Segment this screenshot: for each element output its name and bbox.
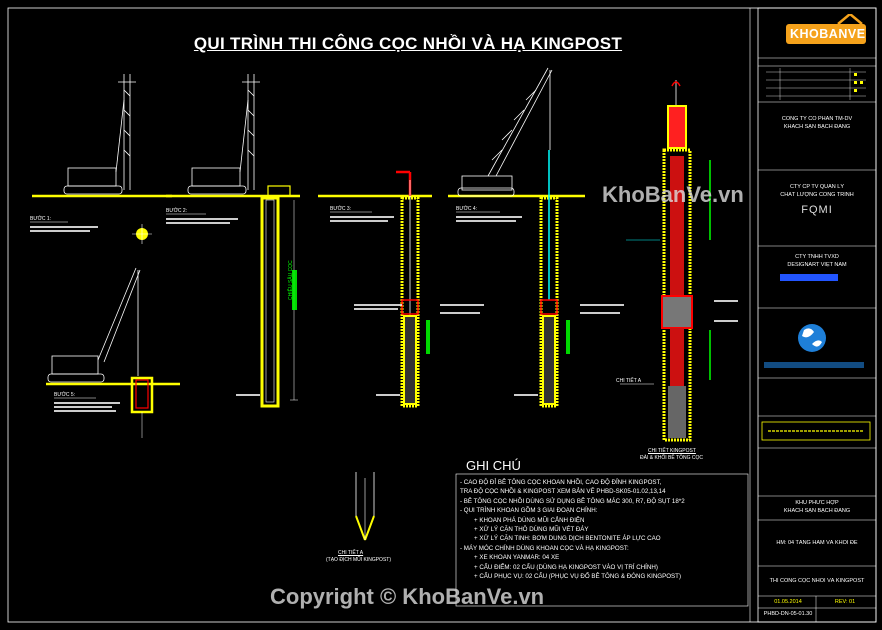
highlight-box xyxy=(761,421,871,441)
note-line: - QUI TRÌNH KHOAN GỒM 3 GIAI ĐOẠN CHÍNH: xyxy=(460,507,598,515)
title-block-frame xyxy=(757,7,877,623)
detail-a-subcaption: (TẠO ĐỊCH MŨI KINGPOST) xyxy=(326,557,391,563)
detail-a-drawing xyxy=(355,472,375,541)
step-label-5: BƯỚC 5: xyxy=(54,392,76,398)
tb-drawing: THI CÔNG CỌC NHỒI VÀ KINGPOST xyxy=(769,578,865,584)
tb-code: PHBD-DN-05-01.30 xyxy=(763,611,813,617)
notes-list: - CAO ĐỘ ĐỈ BÊ TÔNG CỌC KHOAN NHỒI, CAO … xyxy=(460,478,746,581)
note-line: + CẨU PHỤC VỤ: 02 CẨU (PHỤC VỤ ĐỔ BÊ TÔN… xyxy=(474,573,682,581)
note-line: TRA ĐỘ CỌC NHỒI & KINGPOST XEM BẢN VẼ PH… xyxy=(460,488,666,496)
tb-project-b: KHÁCH SẠN BẠCH ĐẰNG xyxy=(783,508,851,514)
note-line: + XE KHOAN YANMAR: 04 XE xyxy=(474,554,560,562)
tb-company-2: CTY CP TV QUẢN LÝ xyxy=(789,184,845,190)
step-label-2: BƯỚC 2: xyxy=(166,208,188,214)
khobanve-logo: KHOBANVE xyxy=(786,12,866,46)
tb-company-1: CÔNG TY CỔ PHẦN TM-DV xyxy=(781,116,853,122)
tb-company-2b: CHẤT LƯỢNG CÔNG TRÌNH xyxy=(780,192,854,198)
tb-company-3: CTY TNHH TVXD xyxy=(795,254,839,260)
notes-heading: GHI CHÚ xyxy=(466,458,521,473)
step-label-3: BƯỚC 3: xyxy=(330,206,352,212)
tb-company-1b: KHÁCH SẠN BẠCH ĐẰNG xyxy=(783,124,851,130)
step-label-4: BƯỚC 4: xyxy=(456,206,478,212)
note-line: + XỬ LÝ CẶN THÔ DÙNG MŨI VÉT ĐÁY xyxy=(474,526,589,534)
kingpost-subcaption: ĐÀI & KHỐI BÊ TÔNG CỌC xyxy=(640,455,703,461)
note-line: + XỬ LÝ CẶN TINH: BƠM DUNG DỊCH BENTONIT… xyxy=(474,535,661,543)
note-line: + CẨU ĐIỂM: 02 CẨU (DÙNG HẠ KINGPOST VÀO… xyxy=(474,563,658,571)
tb-company-3b: DESIGNART VIỆT NAM xyxy=(787,262,847,268)
tb-rev: REV: 01 xyxy=(834,599,856,605)
title-block-lines xyxy=(758,57,876,622)
drill-rig-1 xyxy=(63,74,136,195)
drill-rig-3 xyxy=(47,267,141,383)
drill-rig-2 xyxy=(187,74,260,195)
detail-a-caption: CHI TIẾT A xyxy=(338,550,364,556)
depth-label: CHIỀU SÂU CỌC xyxy=(288,260,294,300)
detail-a-pointer-label: CHI TIẾT A xyxy=(616,378,642,384)
tb-project: KHU PHỨC HỢP xyxy=(795,500,839,506)
watermark-copyright: Copyright © KhoBanVe.vn xyxy=(270,584,545,609)
page-title: QUI TRÌNH THI CÔNG CỌC NHỒI VÀ HẠ KINGPO… xyxy=(193,34,623,53)
logo-text: KHOBANVE xyxy=(790,27,866,41)
watermark-main: KhoBanVe.vn xyxy=(602,182,744,207)
designart-logo-icon xyxy=(798,324,826,352)
tb-date: 01.05.2014 xyxy=(774,599,802,605)
pile-step-3 xyxy=(396,170,420,408)
kingpost-caption: CHI TIẾT KINGPOST xyxy=(648,448,696,454)
tb-item: HM: 04 TẦNG HẦM VÀ KHỐI ĐẾ xyxy=(776,540,858,546)
kingpost-column xyxy=(661,80,693,442)
note-line: - CAO ĐỘ ĐỈ BÊ TÔNG CỌC KHOAN NHỒI, CAO … xyxy=(460,479,662,486)
pile-step-4 xyxy=(539,150,559,408)
note-line: + KHOAN PHÁ DÙNG MŨI CẮNH ĐIỆN xyxy=(474,516,585,524)
tb-company-2-logo: FQMI xyxy=(801,204,833,216)
step-label-1: BƯỚC 1: xyxy=(30,216,52,222)
crawler-crane xyxy=(457,67,553,197)
note-line: - BÊ TÔNG CỌC NHỒI DÙNG SỬ DỤNG BÊ TÔNG … xyxy=(460,497,685,505)
casing-step-6 xyxy=(130,376,154,438)
note-line: - MÁY MÓC CHÍNH DÙNG KHOAN CỌC VÀ HẠ KIN… xyxy=(460,544,629,552)
notes-box xyxy=(455,473,749,607)
ground-lines xyxy=(32,194,585,386)
